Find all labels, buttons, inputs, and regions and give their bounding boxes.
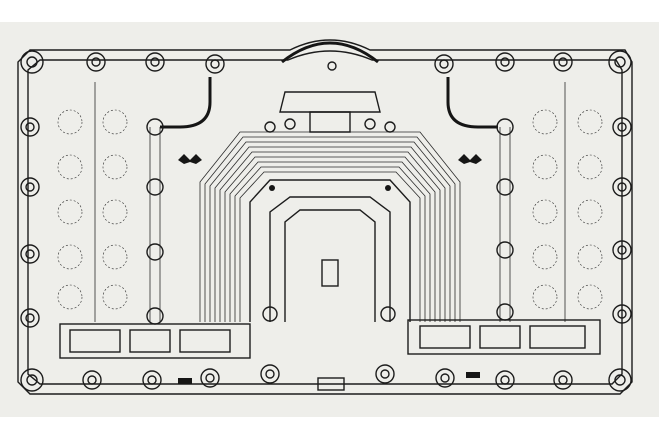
bottom-turrets bbox=[82, 364, 573, 391]
inner-wall bbox=[27, 50, 623, 385]
top-turrets bbox=[86, 52, 573, 74]
left-gardens bbox=[57, 109, 128, 310]
outer-wall bbox=[17, 39, 633, 395]
fountain-symbols bbox=[178, 154, 482, 164]
right-gardens bbox=[532, 109, 603, 310]
left-service-blocks bbox=[59, 323, 251, 359]
right-inner-curve bbox=[446, 77, 498, 129]
floor-plan-drawing bbox=[17, 39, 633, 395]
side-turrets bbox=[20, 117, 632, 328]
top-arch bbox=[281, 41, 379, 64]
right-service-blocks bbox=[407, 319, 601, 355]
amphitheater-seating bbox=[199, 131, 461, 322]
corner-towers bbox=[20, 50, 632, 392]
left-inner-curve bbox=[160, 77, 212, 129]
floor-plan-photo bbox=[0, 22, 659, 417]
stage-area bbox=[262, 185, 396, 322]
royal-box bbox=[264, 91, 396, 133]
inner-colonnades bbox=[94, 82, 566, 322]
colonnade-pillars bbox=[146, 118, 514, 325]
